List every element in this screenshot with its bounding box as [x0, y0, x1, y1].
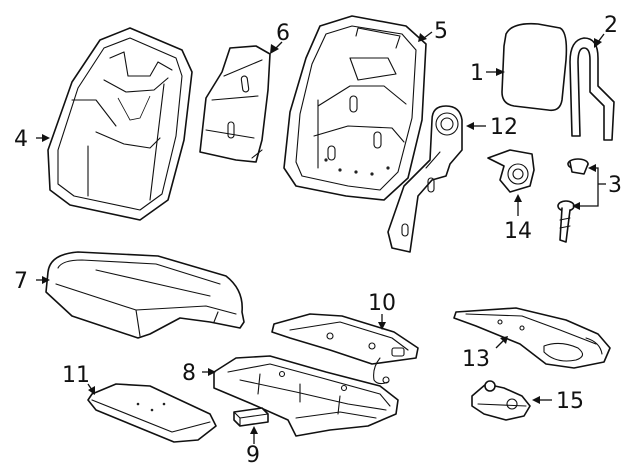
callout-15: 15	[556, 389, 584, 414]
seat-switch-bracket	[471, 380, 531, 421]
callout-1: 1	[470, 61, 484, 86]
callout-5: 5	[434, 19, 448, 44]
leader-lines	[36, 31, 606, 444]
callout-6: 6	[276, 21, 290, 46]
seat-cushion-pad	[87, 383, 217, 443]
seat-back-cover	[47, 27, 193, 221]
callout-4: 4	[14, 127, 28, 152]
seat-side-shield	[453, 307, 611, 369]
callout-9: 9	[246, 443, 260, 468]
seat-adjuster-track	[271, 313, 419, 385]
headrest-guide-caps	[557, 158, 589, 243]
callout-numbers: 1 2 3 4 5 6 7 8 9 10 11 12 13 14 15	[14, 13, 622, 468]
callout-3: 3	[608, 173, 622, 198]
callout-10: 10	[368, 291, 396, 316]
callout-8: 8	[182, 361, 196, 386]
callout-12: 12	[490, 115, 518, 140]
seat-back-side-panel	[199, 45, 271, 163]
seat-back-frame	[283, 15, 427, 201]
seat-block	[233, 407, 269, 427]
recliner-bracket	[387, 105, 463, 253]
seat-cushion-frame	[213, 355, 399, 437]
callout-2: 2	[604, 13, 618, 38]
lumbar-motor	[487, 149, 535, 193]
seat-cushion-cover	[45, 251, 245, 339]
callout-13: 13	[462, 347, 490, 372]
headrest-guide	[569, 37, 615, 141]
callout-7: 7	[14, 269, 28, 294]
callout-14: 14	[504, 219, 532, 244]
callout-11: 11	[62, 363, 90, 388]
headrest	[501, 22, 568, 112]
